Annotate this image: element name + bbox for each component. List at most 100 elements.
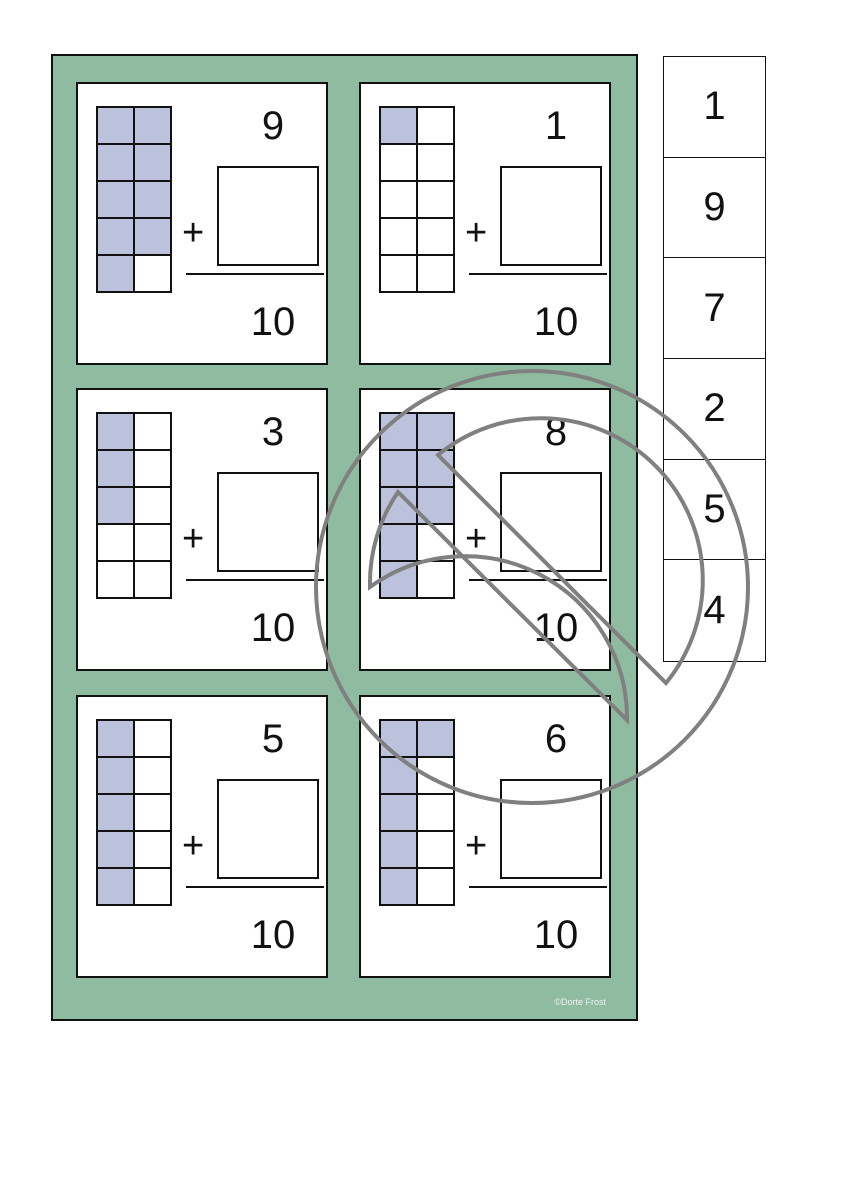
ten-frame-cell [97, 720, 134, 757]
ten-frame-cell [97, 413, 134, 450]
answer-tile[interactable]: 4 [703, 588, 726, 633]
ten-frame-cell [134, 868, 171, 905]
total: 10 [533, 606, 579, 650]
ten-frame-cell [134, 720, 171, 757]
ten-frame-cell [380, 218, 417, 255]
addition-card: 8 + 10 [359, 388, 611, 671]
answer-tile[interactable]: 1 [664, 57, 765, 158]
total: 10 [250, 913, 296, 957]
sum-line [186, 886, 324, 888]
addition-card: 9 + 10 [76, 82, 328, 365]
ten-frame-cell [97, 794, 134, 831]
ten-frame-cell [380, 181, 417, 218]
plus-sign: + [182, 825, 205, 867]
ten-frame-cell [417, 107, 454, 144]
ten-frame-cell [134, 794, 171, 831]
plus-sign: + [182, 518, 205, 560]
answer-tile[interactable]: 7 [664, 258, 765, 360]
ten-frame-cell [417, 831, 454, 868]
ten-frame-cell [134, 413, 171, 450]
ten-frame-cell [380, 107, 417, 144]
ten-frame-cell [97, 868, 134, 905]
addend: 8 [544, 410, 568, 454]
ten-frame [379, 412, 455, 599]
addition-card: 3 + 10 [76, 388, 328, 671]
total: 10 [533, 300, 579, 344]
sum-line [469, 886, 607, 888]
ten-frame-cell [134, 255, 171, 292]
ten-frame [96, 412, 172, 599]
ten-frame-cell [97, 487, 134, 524]
ten-frame-cell [97, 757, 134, 794]
ten-frame-cell [380, 487, 417, 524]
ten-frame-cell [417, 255, 454, 292]
ten-frame-cell [97, 450, 134, 487]
ten-frame-cell [134, 450, 171, 487]
addition-card: 5 + 10 [76, 695, 328, 978]
ten-frame-cell [417, 757, 454, 794]
plus-sign: + [182, 212, 205, 254]
answer-box[interactable] [217, 472, 319, 572]
ten-frame-cell [380, 757, 417, 794]
ten-frame-cell [417, 487, 454, 524]
ten-frame-cell [97, 107, 134, 144]
ten-frame-cell [417, 524, 454, 561]
ten-frame-cell [417, 218, 454, 255]
ten-frame-cell [417, 720, 454, 757]
ten-frame-cell [380, 831, 417, 868]
ten-frame-cell [134, 487, 171, 524]
answer-box[interactable] [500, 472, 602, 572]
ten-frame-cell [417, 144, 454, 181]
ten-frame [379, 106, 455, 293]
addition-card: 6 + 10 [359, 695, 611, 978]
total: 10 [250, 300, 296, 344]
addition-card: 1 + 10 [359, 82, 611, 365]
ten-frame-cell [134, 831, 171, 868]
ten-frame-cell [97, 561, 134, 598]
answer-box[interactable] [217, 166, 319, 266]
answer-tile[interactable]: 5 [664, 460, 765, 561]
ten-frame [96, 719, 172, 906]
ten-frame-cell [380, 524, 417, 561]
answer-tile[interactable]: 9 [664, 158, 765, 259]
ten-frame-cell [380, 868, 417, 905]
answer-box[interactable] [500, 779, 602, 879]
addend: 1 [544, 104, 568, 148]
answer-tile[interactable]: 2 [664, 359, 765, 460]
sum-line [186, 579, 324, 581]
ten-frame-cell [380, 255, 417, 292]
ten-frame-cell [134, 144, 171, 181]
sum-line [469, 273, 607, 275]
ten-frame-cell [380, 450, 417, 487]
ten-frame-cell [97, 144, 134, 181]
ten-frame-cell [134, 107, 171, 144]
plus-sign: + [465, 825, 488, 867]
addend: 9 [261, 104, 285, 148]
ten-frame-cell [134, 181, 171, 218]
card-board: 9 + 10 1 + 10 3 + 10 8 + 10 5 + 10 6 + 1… [51, 54, 638, 1021]
addend: 5 [261, 717, 285, 761]
answer-box[interactable] [500, 166, 602, 266]
plus-sign: + [465, 518, 488, 560]
copyright: ©Dorte Frost [554, 997, 606, 1007]
total: 10 [250, 606, 296, 650]
ten-frame-cell [97, 181, 134, 218]
ten-frame-cell [417, 561, 454, 598]
sum-line [186, 273, 324, 275]
ten-frame [379, 719, 455, 906]
answer-box[interactable] [217, 779, 319, 879]
ten-frame-cell [97, 218, 134, 255]
sum-line [469, 579, 607, 581]
ten-frame-cell [134, 218, 171, 255]
ten-frame-cell [380, 413, 417, 450]
plus-sign: + [465, 212, 488, 254]
ten-frame-cell [97, 831, 134, 868]
ten-frame-cell [417, 450, 454, 487]
ten-frame-cell [417, 181, 454, 218]
ten-frame-cell [380, 794, 417, 831]
ten-frame [96, 106, 172, 293]
ten-frame-cell [97, 524, 134, 561]
ten-frame-cell [134, 524, 171, 561]
